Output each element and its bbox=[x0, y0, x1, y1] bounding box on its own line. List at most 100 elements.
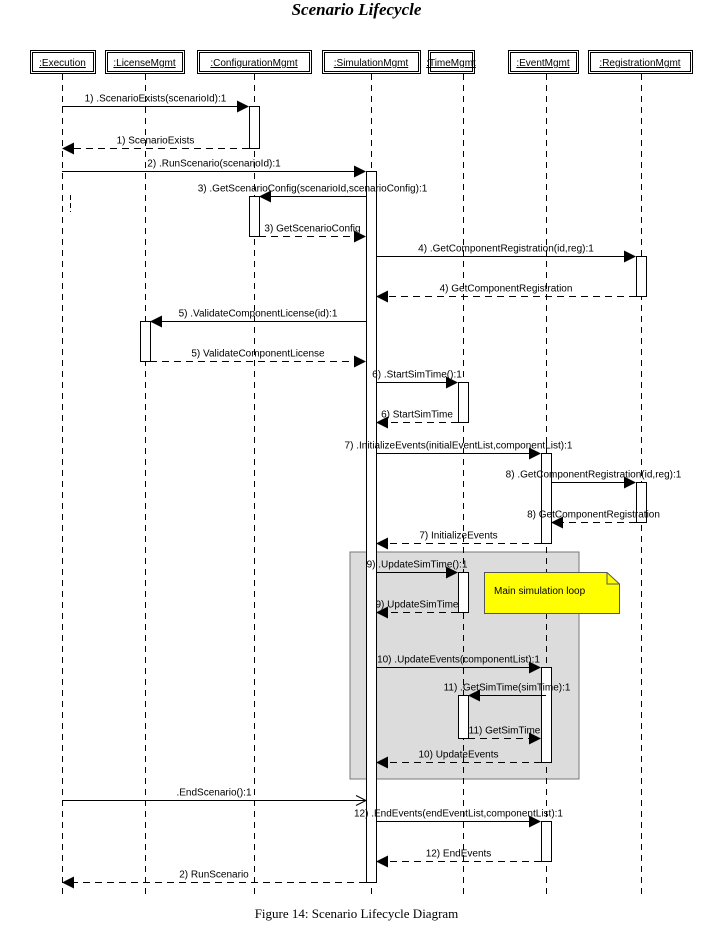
message-label: 7) .InitializeEvents(initialEventList,co… bbox=[345, 441, 573, 452]
arrowhead-icon bbox=[529, 661, 541, 674]
activation-bar bbox=[636, 256, 647, 297]
message-label: 9) .UpdateSimTime():1 bbox=[367, 560, 468, 571]
activation-bar bbox=[249, 196, 260, 237]
activation-bar bbox=[366, 171, 377, 883]
message-call: 12) .EndEvents(endEventList,componentLis… bbox=[354, 809, 563, 828]
message-return: 7) InitializeEvents bbox=[376, 531, 541, 550]
message-label: 2) .RunScenario(scenarioId):1 bbox=[147, 159, 281, 170]
arrowhead-icon bbox=[551, 516, 563, 529]
message-label: 2) RunScenario bbox=[179, 870, 249, 881]
participant-box bbox=[508, 50, 579, 74]
message-return: 4) GetComponentRegistration bbox=[376, 284, 636, 303]
participant-box bbox=[30, 50, 96, 74]
message-call: 7) .InitializeEvents(initialEventList,co… bbox=[345, 441, 573, 460]
message-return: 5) ValidateComponentLicense bbox=[150, 349, 366, 368]
message-label: 6) .StartSimTime():1 bbox=[372, 370, 462, 381]
arrowhead-icon bbox=[446, 376, 458, 389]
message-call: 9) .UpdateSimTime():1 bbox=[367, 560, 468, 579]
message-label: 5) ValidateComponentLicense bbox=[191, 349, 325, 360]
participant-box bbox=[105, 50, 185, 74]
arrowhead-icon bbox=[354, 355, 366, 368]
participant-label: :SimulationMgmt bbox=[334, 58, 409, 69]
message-async: .EndScenario():1 bbox=[62, 788, 368, 806]
participant-box-inner bbox=[32, 52, 94, 72]
message-return: 10) UpdateEvents bbox=[376, 750, 541, 769]
message-call: 2) .RunScenario(scenarioId):1 bbox=[62, 159, 366, 178]
message-call: 4) .GetComponentRegistration(id,reg):1 bbox=[376, 244, 636, 263]
activation-bar bbox=[140, 321, 151, 362]
participant-label: :Execution bbox=[39, 58, 86, 69]
participant-box-inner bbox=[107, 52, 183, 72]
activation-bar bbox=[458, 572, 469, 613]
message-return: 11) GetSimTime bbox=[468, 726, 541, 745]
participant-label: :ConfigurationMgmt bbox=[210, 58, 297, 69]
participant-label: :TimeMgmt bbox=[426, 58, 476, 69]
message-label: .EndScenario():1 bbox=[176, 788, 251, 799]
arrowhead-icon bbox=[237, 100, 249, 113]
message-label: 11) .GetSimTime(simTime):1 bbox=[444, 683, 571, 694]
diagram-title: Scenario Lifecycle bbox=[291, 0, 422, 19]
participant-label: :LicenseMgmt bbox=[113, 58, 175, 69]
message-label: 8) GetComponentRegistration bbox=[527, 510, 660, 521]
activation-bar bbox=[636, 482, 647, 523]
arrowhead-icon bbox=[624, 476, 636, 489]
participant-box-inner bbox=[324, 52, 419, 72]
arrowhead-icon bbox=[624, 250, 636, 263]
arrowhead-icon bbox=[529, 815, 541, 828]
arrowhead-icon bbox=[376, 756, 388, 769]
activation-bar bbox=[249, 106, 260, 149]
message-call: 11) .GetSimTime(simTime):1 bbox=[444, 683, 571, 702]
message-label: 1) ScenarioExists bbox=[117, 136, 195, 147]
participant-box bbox=[428, 50, 475, 74]
message-return: 3) GetScenarioConfig bbox=[259, 224, 366, 243]
activation-bar bbox=[541, 667, 552, 763]
message-call: 10) .UpdateEvents(componentList):1 bbox=[376, 655, 541, 674]
participant-label: :RegistrationMgmt bbox=[599, 58, 680, 69]
message-call: 3) .GetScenarioConfig(scenarioId,scenari… bbox=[198, 184, 428, 203]
activation-bar bbox=[458, 695, 469, 739]
message-call: 6) .StartSimTime():1 bbox=[372, 370, 462, 389]
arrowhead-icon bbox=[376, 416, 388, 429]
message-return: 8) GetComponentRegistration bbox=[527, 510, 660, 529]
participant-box-inner bbox=[430, 52, 473, 72]
message-label: 11) GetSimTime bbox=[469, 726, 541, 737]
message-label: 9) UpdateSimTime bbox=[376, 600, 459, 611]
arrowhead-icon bbox=[62, 876, 74, 889]
message-label: 7) InitializeEvents bbox=[419, 531, 497, 542]
arrowhead-icon bbox=[468, 689, 480, 702]
message-label: 10) UpdateEvents bbox=[418, 750, 498, 761]
message-call: 8) .GetComponentRegistration(id,reg):1 bbox=[506, 470, 682, 489]
message-label: 8) .GetComponentRegistration(id,reg):1 bbox=[506, 470, 682, 481]
arrowhead-icon bbox=[446, 566, 458, 579]
arrowhead-icon bbox=[376, 606, 388, 619]
message-return: 2) RunScenario bbox=[62, 870, 366, 889]
participant-box bbox=[588, 50, 693, 74]
message-call: 1) .ScenarioExists(scenarioId):1 bbox=[62, 94, 249, 113]
arrowhead-icon bbox=[529, 732, 541, 745]
message-label: 12) .EndEvents(endEventList,componentLis… bbox=[354, 809, 563, 820]
participant-box-inner bbox=[199, 52, 310, 72]
message-label: 6) StartSimTime bbox=[381, 410, 453, 421]
participant-box bbox=[322, 50, 421, 74]
figure-caption: Figure 14: Scenario Lifecycle Diagram bbox=[254, 906, 459, 921]
message-label: 4) GetComponentRegistration bbox=[440, 284, 573, 295]
participant-box-inner bbox=[510, 52, 577, 72]
arrowhead-icon bbox=[259, 190, 271, 203]
participant-box-inner bbox=[590, 52, 691, 72]
arrowhead-icon bbox=[376, 290, 388, 303]
message-return: 1) ScenarioExists bbox=[62, 136, 249, 155]
arrowhead-icon bbox=[62, 142, 74, 155]
participant-label: :EventMgmt bbox=[516, 58, 570, 69]
message-label: 4) .GetComponentRegistration(id,reg):1 bbox=[418, 244, 594, 255]
message-label: 3) GetScenarioConfig bbox=[264, 224, 360, 235]
note-box bbox=[484, 572, 620, 614]
note-text: Main simulation loop bbox=[494, 586, 586, 597]
arrowhead-icon bbox=[354, 165, 366, 178]
message-return: 12) EndEvents bbox=[376, 849, 541, 868]
arrowhead-icon bbox=[150, 315, 162, 328]
message-return: 9) UpdateSimTime bbox=[376, 600, 459, 619]
activation-bar bbox=[541, 821, 552, 862]
participant-box bbox=[197, 50, 312, 74]
arrowhead-icon bbox=[354, 230, 366, 243]
